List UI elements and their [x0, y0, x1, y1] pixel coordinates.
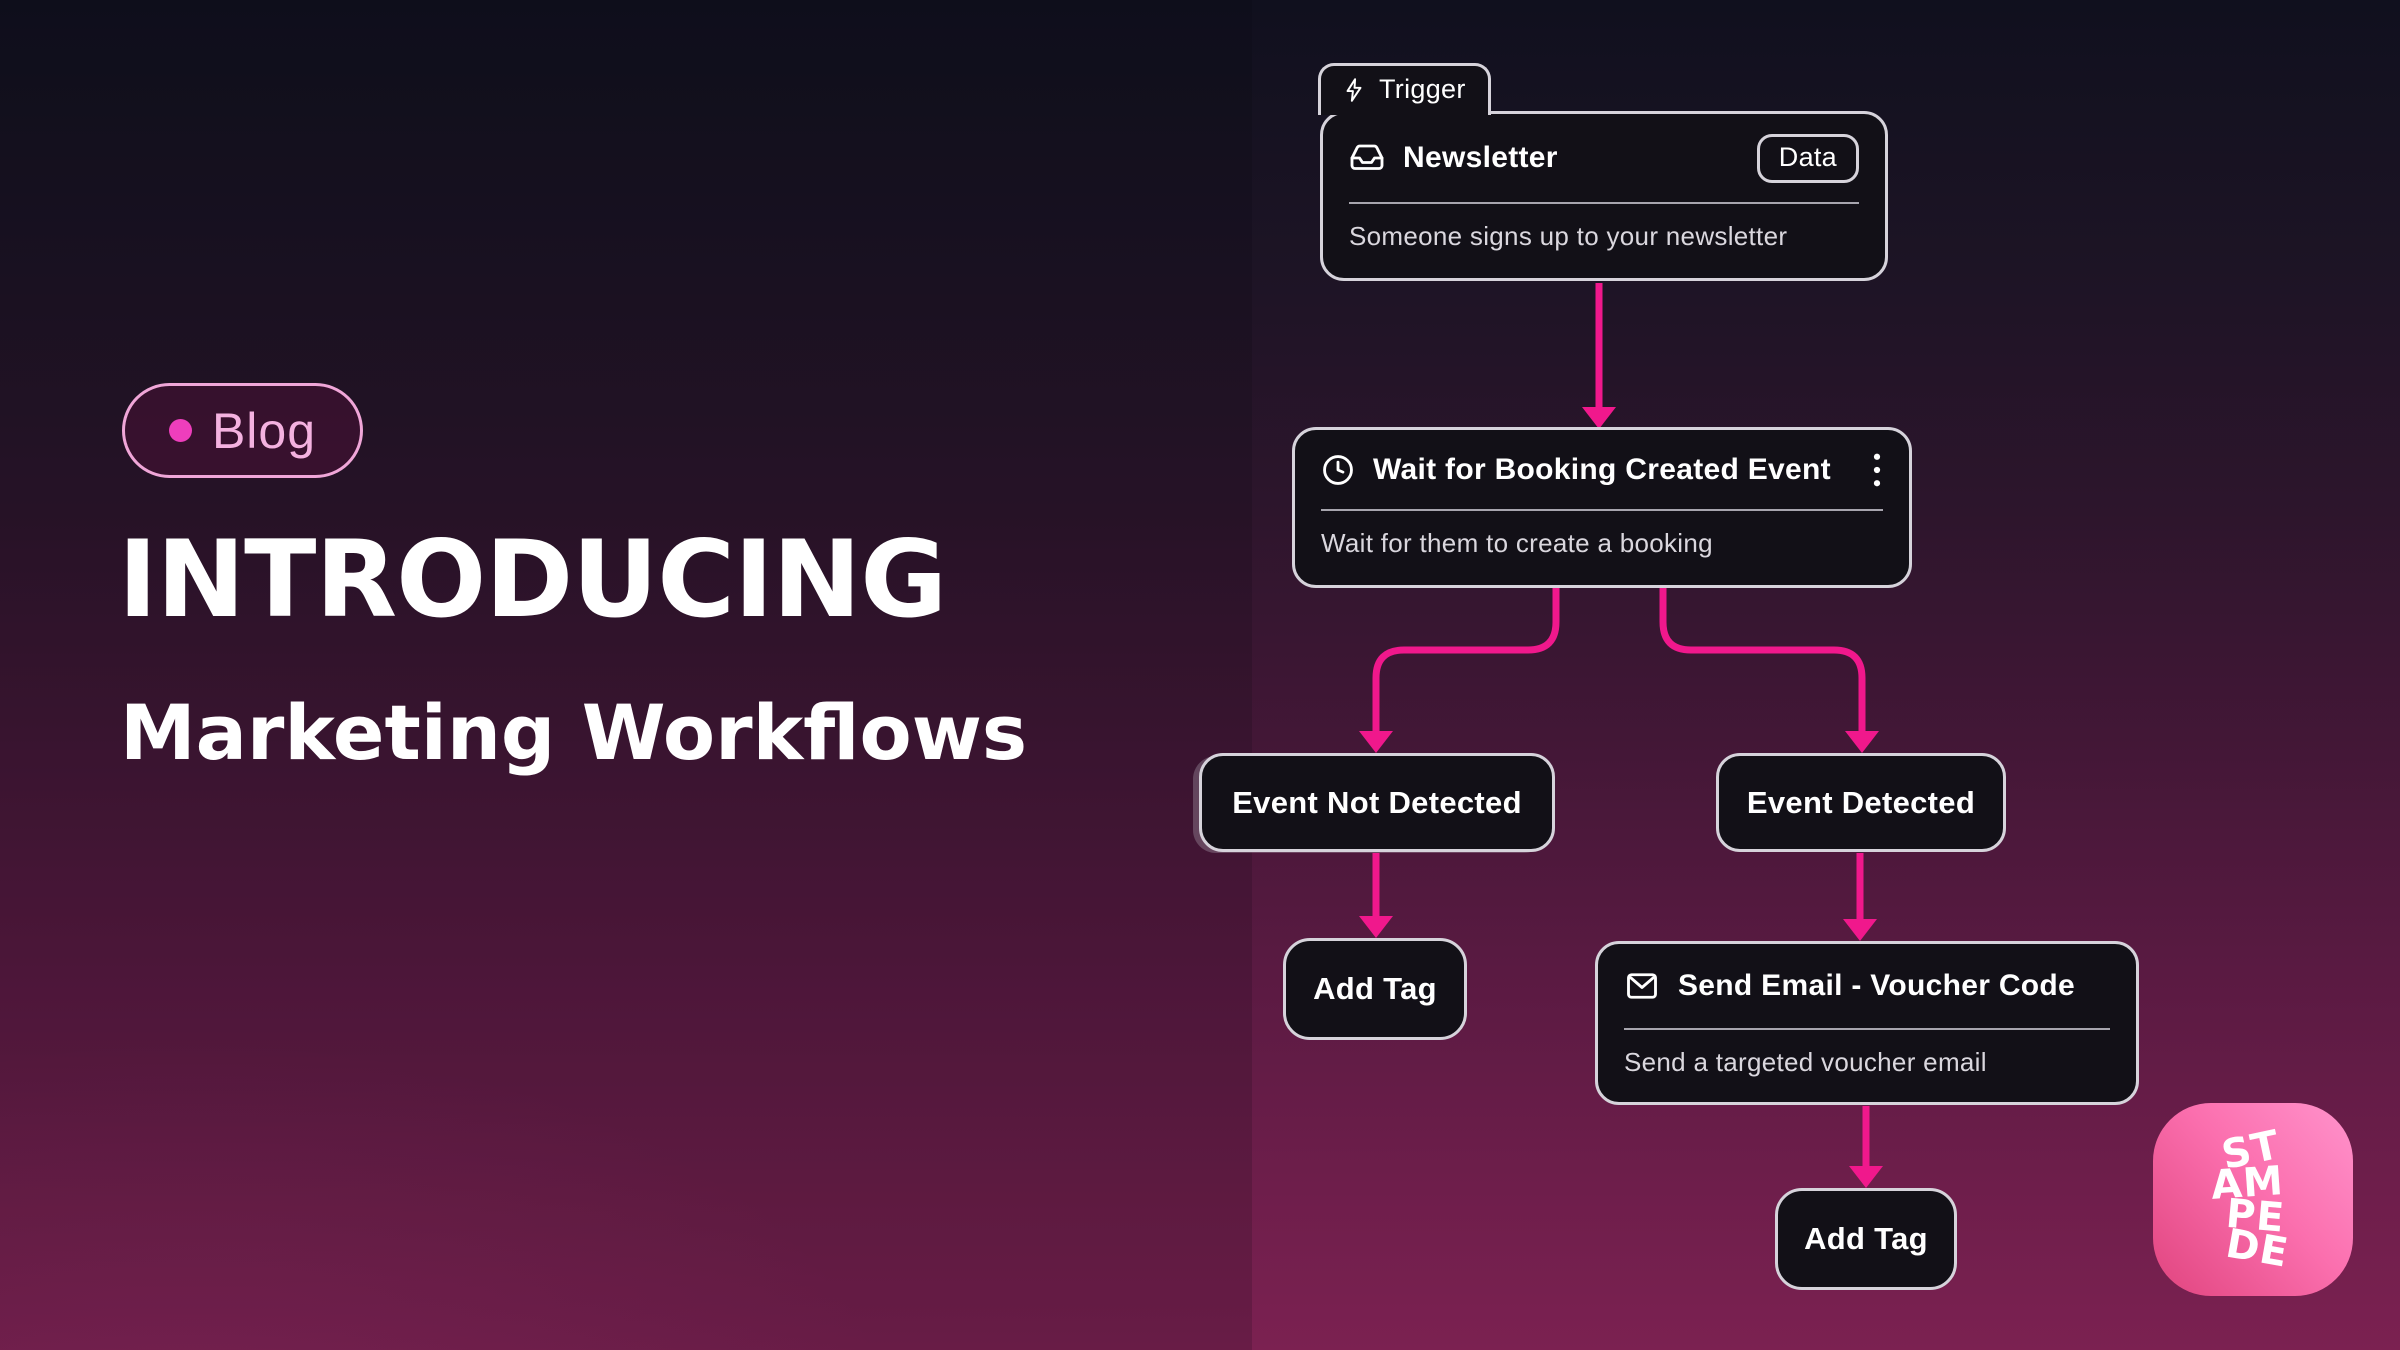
- node-newsletter[interactable]: Newsletter Data Someone signs up to your…: [1320, 111, 1888, 281]
- lightning-icon: [1341, 77, 1367, 103]
- page-subtitle: Marketing Workflows: [120, 688, 1028, 777]
- mail-icon: [1624, 968, 1660, 1004]
- node-event-not-detected-label: Event Not Detected: [1232, 784, 1522, 820]
- node-add-tag-left-label: Add Tag: [1313, 971, 1437, 1006]
- arrowhead: [1845, 731, 1879, 753]
- connector-wait-event-not: [1372, 588, 1560, 731]
- node-add-tag-bottom-label: Add Tag: [1804, 1221, 1928, 1256]
- connector-wait-event-detected: [1659, 588, 1866, 731]
- divider: [1349, 202, 1859, 204]
- stampede-logo: ST AM PE DE: [2153, 1103, 2353, 1296]
- arrowhead: [1359, 731, 1393, 753]
- node-send-email-description: Send a targeted voucher email: [1624, 1047, 1987, 1077]
- node-newsletter-title: Newsletter: [1403, 141, 1558, 174]
- left-panel-shade: [0, 0, 1252, 1350]
- node-event-not-detected[interactable]: Event Not Detected: [1199, 753, 1555, 852]
- node-send-email[interactable]: Send Email - Voucher Code Send a targete…: [1595, 941, 2139, 1105]
- divider: [1624, 1028, 2110, 1030]
- node-event-detected-label: Event Detected: [1746, 784, 1976, 820]
- trigger-tab-label: Trigger: [1379, 74, 1466, 104]
- node-wait-for-event[interactable]: Wait for Booking Created Event Wait for …: [1292, 427, 1912, 588]
- trigger-tab[interactable]: Trigger: [1318, 63, 1491, 115]
- logo-line: DE: [2222, 1220, 2292, 1278]
- badge-label: Blog: [211, 402, 317, 459]
- arrowhead: [1843, 919, 1877, 941]
- node-send-email-title: Send Email - Voucher Code: [1678, 969, 2076, 1002]
- node-add-tag-bottom[interactable]: Add Tag: [1775, 1188, 1957, 1290]
- blog-badge: Blog: [122, 383, 363, 478]
- node-wait-title: Wait for Booking Created Event: [1373, 452, 1831, 486]
- arrowhead: [1359, 916, 1393, 938]
- kebab-menu-icon[interactable]: [1871, 452, 1883, 488]
- clock-icon: [1321, 453, 1355, 487]
- node-newsletter-description: Someone signs up to your newsletter: [1349, 221, 1788, 251]
- node-add-tag-left[interactable]: Add Tag: [1283, 938, 1467, 1040]
- badge-dot-icon: [168, 419, 192, 442]
- page-title: INTRODUCING: [118, 518, 947, 641]
- arrowhead: [1849, 1166, 1883, 1188]
- arrowhead: [1582, 407, 1616, 429]
- inbox-icon: [1349, 140, 1385, 176]
- divider: [1321, 509, 1883, 511]
- node-event-detected[interactable]: Event Detected: [1716, 753, 2006, 852]
- data-badge: Data: [1756, 133, 1859, 183]
- node-wait-description: Wait for them to create a booking: [1321, 528, 1713, 558]
